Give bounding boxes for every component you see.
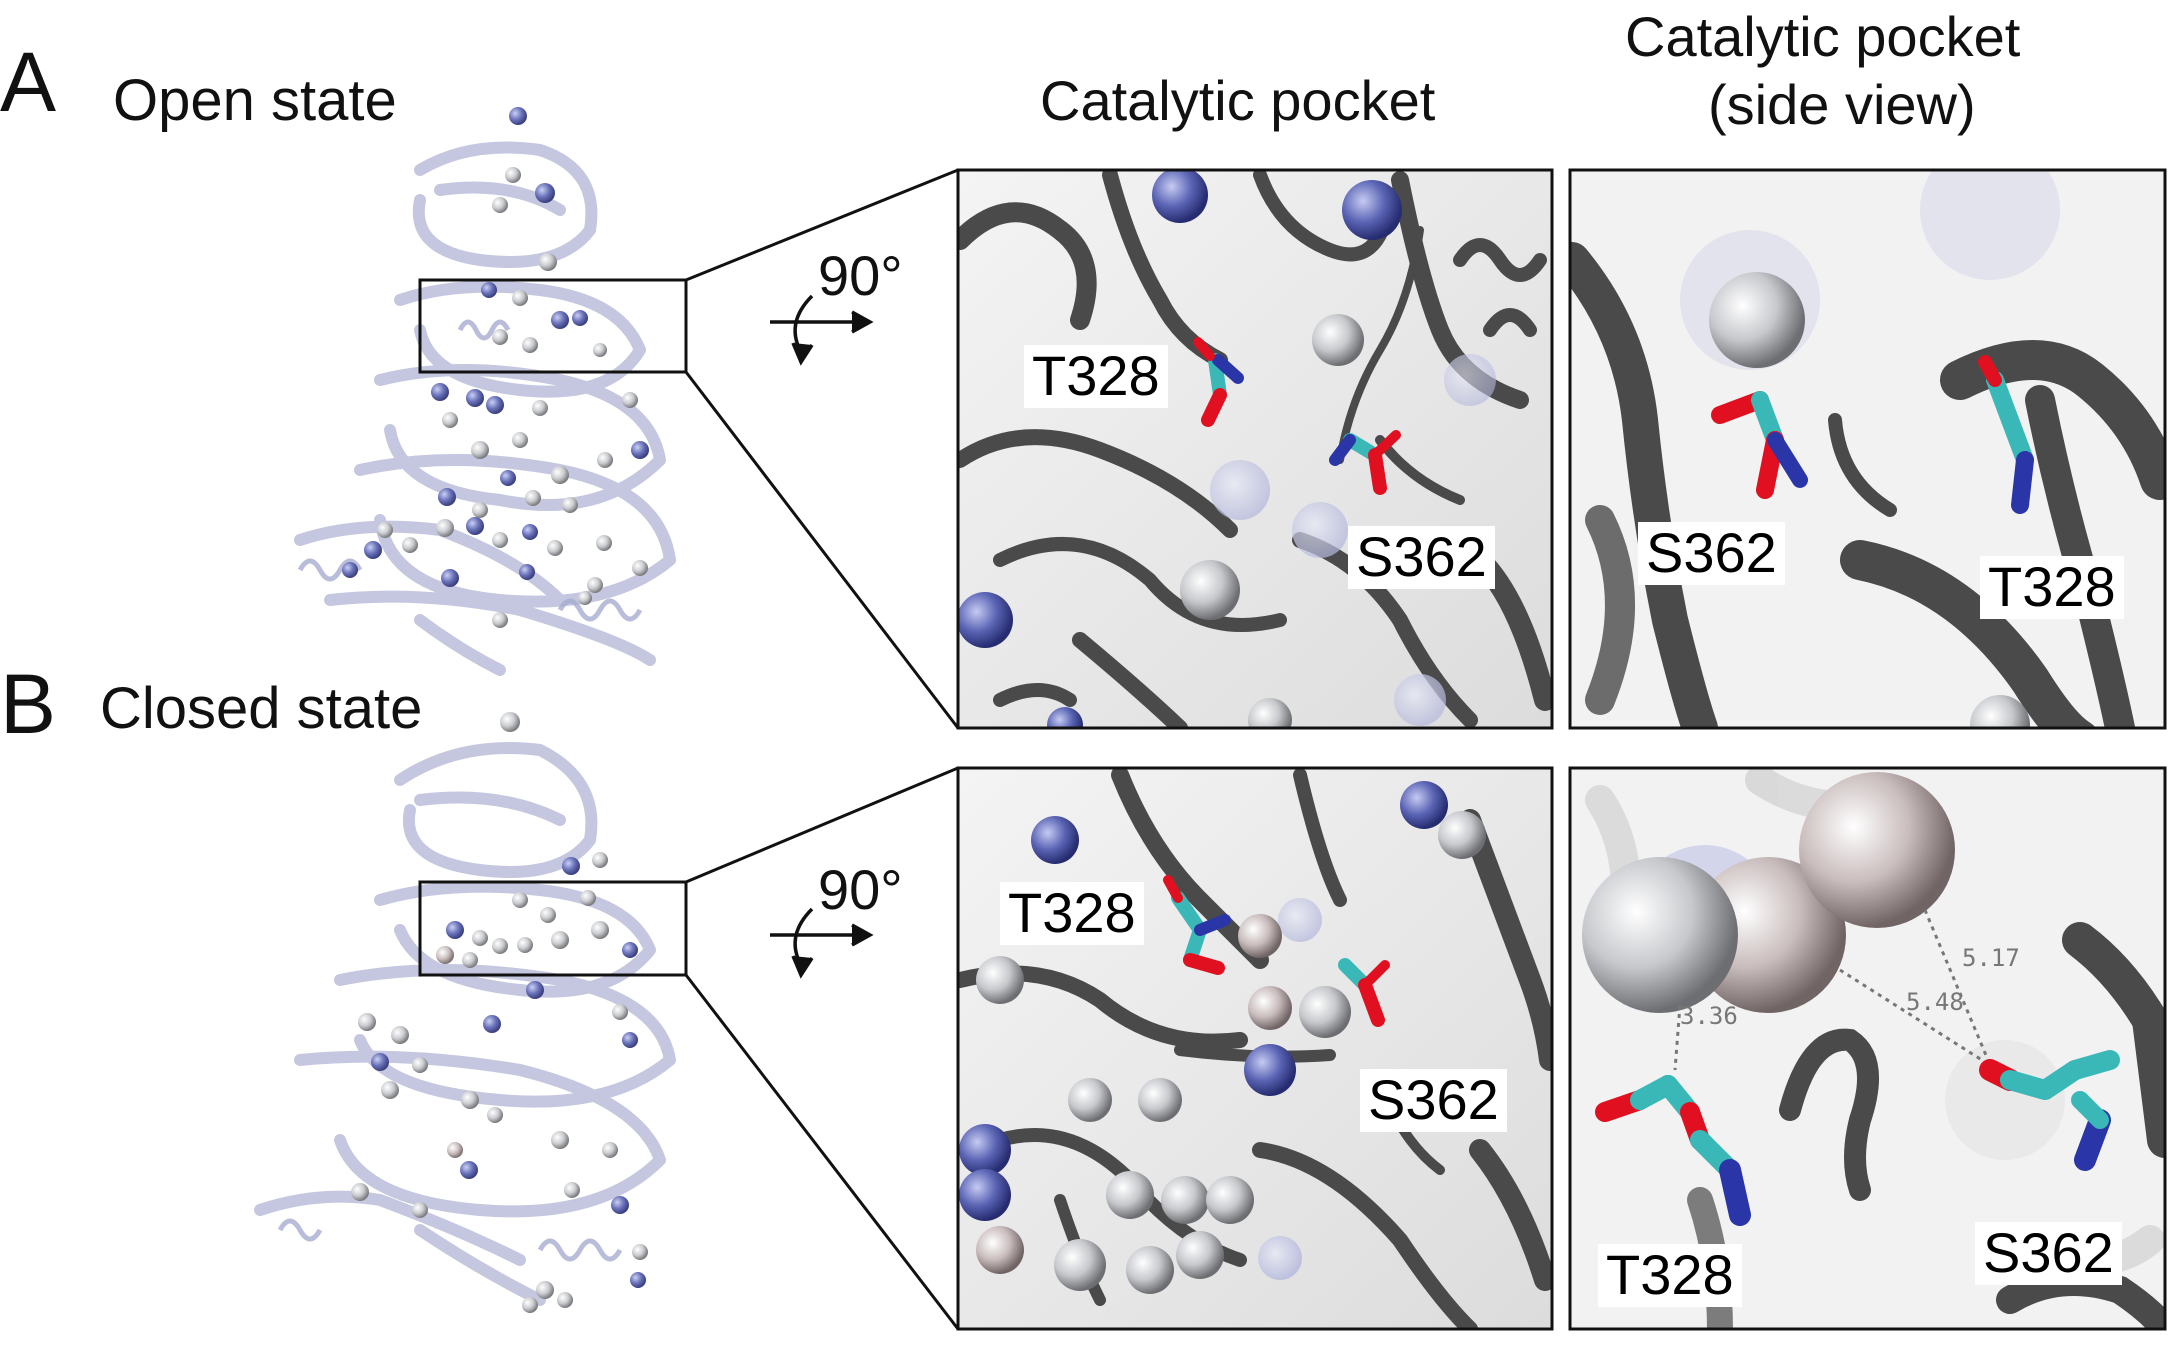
side-t328-sticks [1978,355,2034,514]
distance-label-2: 5.48 [1906,988,1964,1016]
pocket-frame-closed [956,766,1554,1331]
residue-label-s362-open: S362 [1348,526,1495,589]
protein-structure-open [294,107,676,676]
side-closed-s362-sticks [1979,1050,2120,1171]
side-frame-closed [1568,766,2167,1331]
side-s362-sticks [1711,391,1808,499]
rotation-arrow-icon-b [770,907,874,979]
zoom-box-closed [418,880,688,977]
pocket-frame-open [956,168,1554,730]
open-state-title: Open state [113,68,397,133]
residue-label-s362-closed: S362 [1360,1069,1507,1132]
distance-label-1: 3.36 [1680,1002,1738,1030]
closed-t328-sticks [1163,875,1231,975]
side-closed-t328-sticks [1595,1075,1751,1226]
side-frame-open [1568,168,2167,730]
side-label-t328-closed: T328 [1598,1244,1742,1307]
rotation-arrow-icon-a [770,294,874,366]
panel-label-b: B [0,657,57,751]
pocket-view-closed [958,768,1552,1329]
closed-state-title: Closed state [100,676,423,741]
residue-label-t328-open: T328 [1024,345,1168,408]
distance-labels: 3.36 5.48 5.17 [1680,944,2020,1030]
zoom-indicators [418,168,960,1330]
protein-structure-closed [254,712,676,1313]
panel-label-a: A [0,35,57,129]
residue-label-t328-closed: T328 [1000,882,1144,945]
s362-sticks [1329,430,1401,495]
side-view-column-title-line1: Catalytic pocket [1625,5,2021,68]
rotation-label-b: 90° [818,858,903,921]
zoom-box-open [418,278,688,374]
catalytic-pocket-column-title: Catalytic pocket [1040,69,1436,132]
side-view-open [1570,170,2165,728]
t328-sticks [1193,337,1244,427]
rotation-label-a: 90° [818,244,903,307]
side-label-t328-open: T328 [1980,556,2124,619]
distance-label-3: 5.17 [1962,944,2020,972]
closed-s362-sticks [1338,958,1390,1027]
pocket-view-open [958,170,1552,728]
side-view-column-title-line2: (side view) [1708,73,1976,136]
side-label-s362-open: S362 [1638,522,1785,585]
side-label-s362-closed: S362 [1975,1222,2122,1285]
